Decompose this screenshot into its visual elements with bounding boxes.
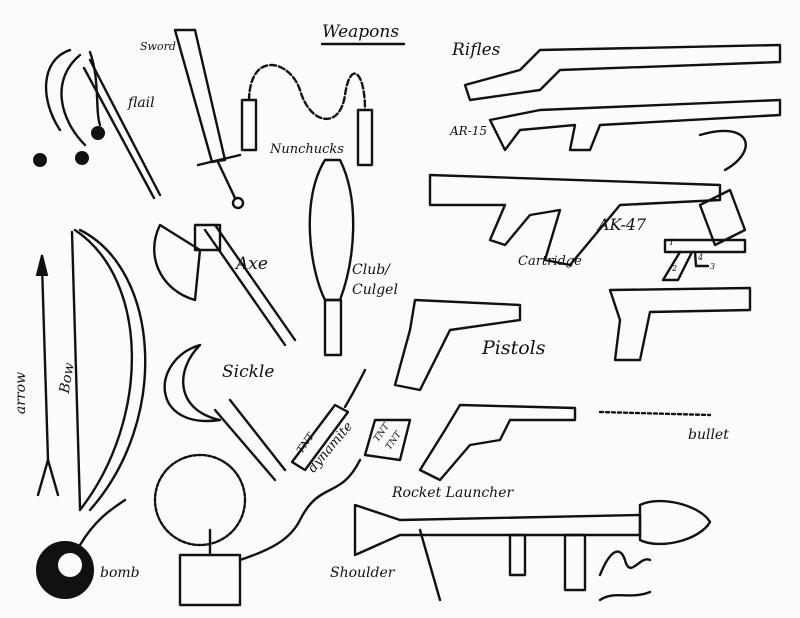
- flail-drawing: [33, 48, 162, 200]
- label-cartridge: Cartridge: [518, 254, 582, 269]
- rifles-drawing: [428, 43, 782, 267]
- rocket-launcher-drawing: [353, 499, 712, 602]
- dynamite-drawing: [238, 368, 412, 562]
- bullet-part-2: 2: [672, 264, 678, 273]
- bullet-part-4: 4: [698, 253, 704, 262]
- label-pistols: Pistols: [482, 337, 546, 359]
- bullet-part-1: 1: [669, 238, 675, 247]
- hedgehog-detonator-drawing: [153, 453, 247, 607]
- label-ar15: AR-15: [450, 124, 488, 138]
- label-flail: flail: [128, 95, 155, 111]
- label-bullet: bullet: [688, 427, 729, 443]
- arrow-drawing: [35, 254, 60, 497]
- label-nunchucks: Nunchucks: [270, 142, 344, 157]
- bullet-part-3: 3: [710, 262, 716, 271]
- label-arrow: arrow: [13, 371, 30, 415]
- label-sickle: Sickle: [222, 362, 275, 382]
- signature: [598, 550, 652, 602]
- label-axe: Axe: [236, 254, 268, 274]
- sword-drawing: [173, 28, 245, 210]
- label-shoulder: Shoulder: [330, 565, 395, 581]
- label-rifles: Rifles: [452, 40, 501, 60]
- label-ak47: AK-47: [598, 215, 647, 234]
- club-drawing: [308, 158, 355, 357]
- axe-drawing: [153, 223, 297, 347]
- sickle-drawing: [163, 343, 287, 482]
- label-sword: Sword: [140, 40, 176, 53]
- bullet-diagram: [661, 238, 747, 282]
- label-bomb: bomb: [100, 565, 140, 581]
- title: Weapons: [322, 22, 400, 42]
- nunchucks-drawing: [240, 63, 374, 167]
- label-rocket-launcher: Rocket Launcher: [392, 485, 514, 501]
- pistols-drawing: [393, 286, 752, 482]
- bomb-drawing: [36, 498, 127, 599]
- label-club-2: Culgel: [352, 282, 398, 298]
- label-club: Club/: [352, 262, 390, 278]
- bow-drawing: [70, 228, 147, 512]
